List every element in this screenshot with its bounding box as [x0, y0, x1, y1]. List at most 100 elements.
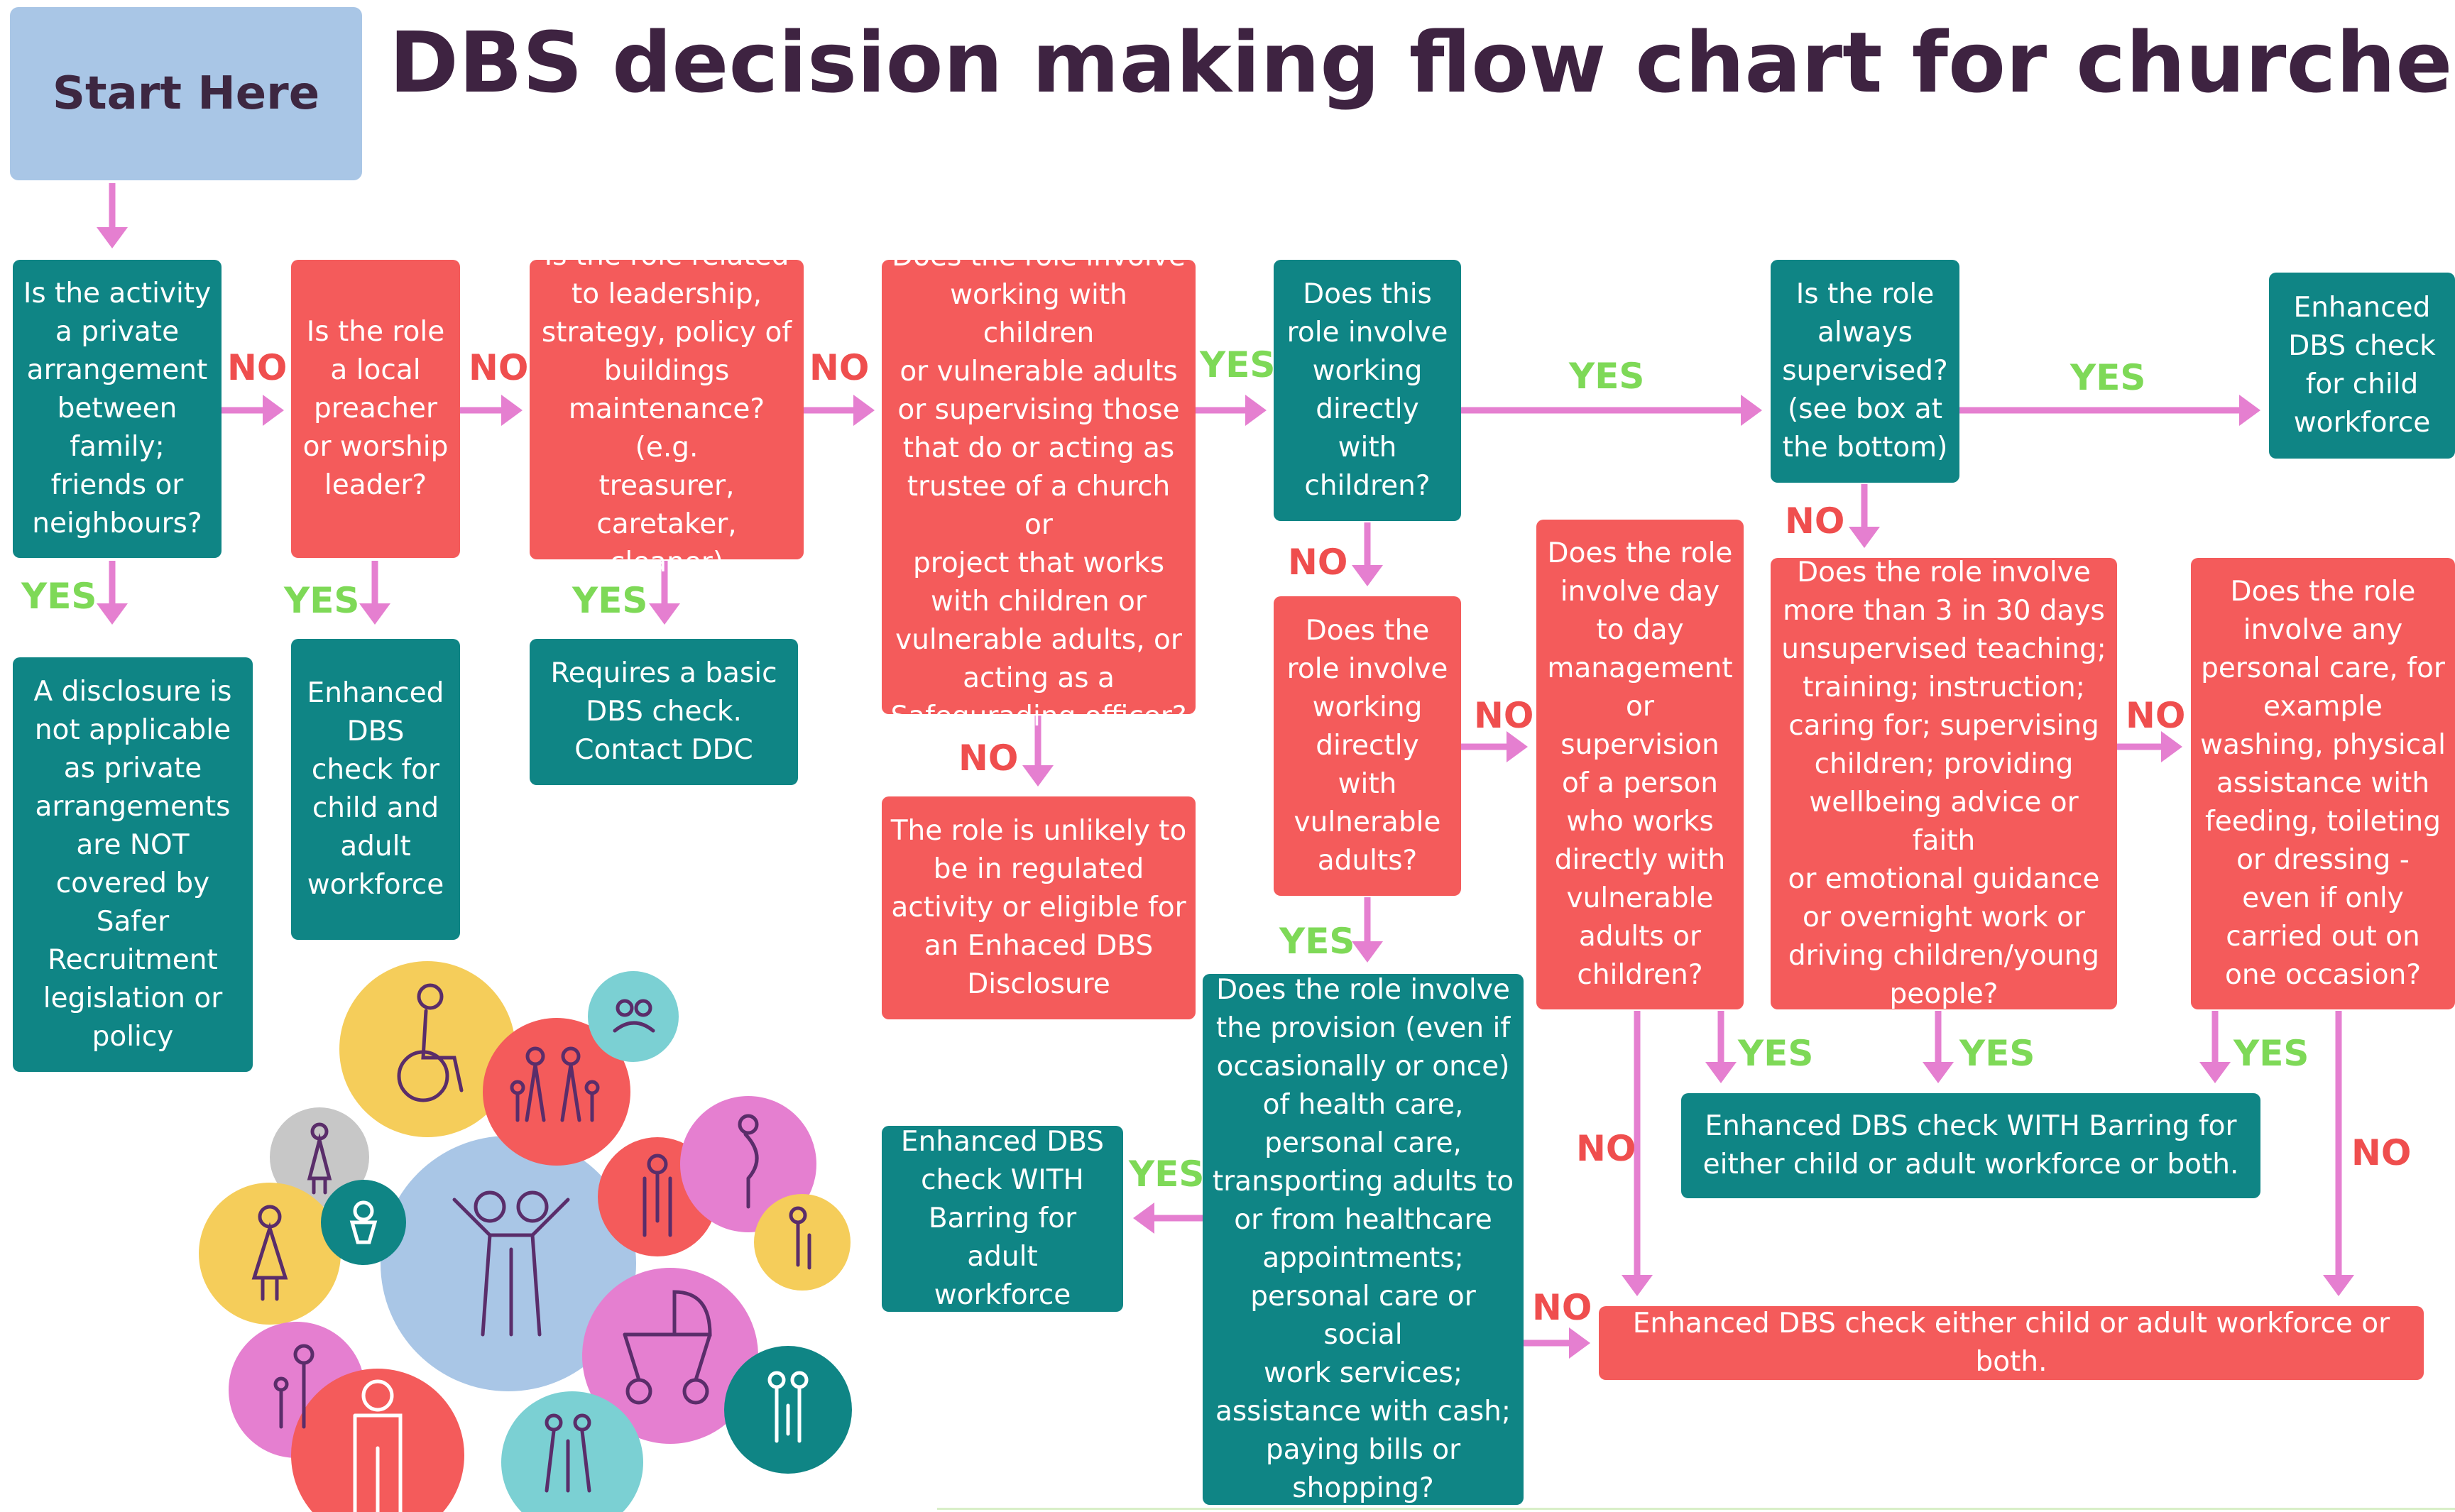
- arrow-leadership-to-working: [804, 395, 875, 426]
- question-unsupervised-activities: Does the role involve more than 3 in 30 …: [1771, 557, 2117, 1010]
- label-yes-preacher: YES: [284, 580, 360, 621]
- circle-yellow-left: [199, 1183, 341, 1325]
- arrow-vulnerable-no-head: [1507, 731, 1528, 762]
- arrow-unsupervised-yes: [1923, 1011, 1954, 1083]
- arrow-provision-yes-head: [1133, 1203, 1154, 1234]
- circle-large-blue: [381, 1136, 636, 1391]
- label-no-private: NO: [227, 347, 288, 388]
- label-yes-unsupervised: YES: [1959, 1033, 2035, 1074]
- label-no-vulnerable: NO: [1474, 695, 1534, 736]
- arrow-supervised-to-child-result: [1959, 395, 2260, 426]
- group-hug-icon: [452, 1190, 570, 1337]
- arrow-vulnerable-yes: [1352, 897, 1383, 963]
- arrow-private-to-preacher: [222, 395, 284, 426]
- group-icon: [545, 1413, 591, 1493]
- label-no-working: NO: [958, 738, 1019, 779]
- arrow-personal-care-yes: [2199, 1011, 2231, 1083]
- result-enhanced-dbs-barring-adult: Enhanced DBS check WITH Barring for adul…: [882, 1126, 1123, 1312]
- arrow-provision-yes: [1133, 1203, 1203, 1234]
- result-disclosure-not-applicable: A disclosure is not applicable as privat…: [13, 657, 253, 1072]
- arrow-start-to-private: [97, 183, 128, 248]
- arrow-management-no: [1622, 1011, 1653, 1296]
- circle-pink-pram: [582, 1268, 758, 1444]
- label-yes-supervised: YES: [2070, 357, 2146, 398]
- pram-icon: [623, 1290, 712, 1405]
- arrow-supervised-no: [1849, 484, 1880, 548]
- label-yes-leadership: YES: [572, 580, 648, 621]
- arrow-supervised-no-head: [1849, 527, 1880, 548]
- label-no-personal-care: NO: [2351, 1132, 2412, 1173]
- question-local-preacher: Is the role a local preacher or worship …: [291, 260, 460, 558]
- label-yes-management: YES: [1738, 1033, 1814, 1074]
- question-leadership-role: Is the role related to leadership, strat…: [530, 240, 804, 579]
- arrow-supervised-to-child-result-head: [2239, 395, 2260, 426]
- circle-grey: [270, 1107, 369, 1207]
- label-no-supervised: NO: [1785, 500, 1845, 542]
- arrow-children-no: [1352, 522, 1383, 586]
- arrow-unsupervised-yes-head: [1923, 1062, 1954, 1083]
- arrow-personal-care-yes-head: [2199, 1062, 2231, 1083]
- arrow-provision-no: [1524, 1327, 1590, 1359]
- arrow-private-yes-head: [97, 603, 128, 625]
- illustration-figures: [251, 983, 811, 1512]
- woman-yellow-icon: [251, 1205, 288, 1301]
- baby-icon: [349, 1200, 378, 1244]
- pregnant-woman-icon: [738, 1114, 759, 1209]
- label-yes-provision: YES: [1129, 1154, 1205, 1195]
- arrow-management-no-head: [1622, 1275, 1653, 1296]
- circle-red-bottom: [291, 1369, 464, 1512]
- arrow-management-yes: [1705, 1011, 1737, 1083]
- label-no-provision: NO: [1532, 1287, 1592, 1328]
- question-day-to-day-management: Does the role involve day to day managem…: [1536, 520, 1744, 1009]
- arrow-unsupervised-no: [2117, 731, 2182, 762]
- wheelchair-user-icon: [397, 983, 464, 1102]
- result-enhanced-dbs-child: Enhanced DBS check for child workforce: [2269, 273, 2455, 459]
- arrow-working-to-children: [1196, 395, 1267, 426]
- arrow-unsupervised-no-head: [2161, 731, 2182, 762]
- arrow-personal-care-no: [2323, 1011, 2354, 1296]
- arrow-preacher-yes-head: [359, 603, 390, 625]
- man-icon: [643, 1154, 672, 1237]
- elderly-icon: [613, 999, 655, 1033]
- elderly-cane-icon: [789, 1206, 811, 1270]
- question-private-arrangement: Is the activity a private arrangement be…: [13, 260, 222, 558]
- label-yes-personal-care: YES: [2233, 1033, 2309, 1074]
- circle-pink-pregnant: [680, 1096, 816, 1232]
- arrow-children-to-supervised-head: [1741, 395, 1762, 426]
- arrow-leadership-to-working-head: [853, 395, 875, 426]
- label-yes-children: YES: [1569, 356, 1645, 397]
- question-personal-care: Does the role involve any personal care,…: [2191, 558, 2455, 1009]
- label-no-children: NO: [1288, 542, 1348, 583]
- circle-teal-group: [501, 1391, 643, 1512]
- arrow-children-no-head: [1352, 565, 1383, 586]
- arrow-private-yes: [97, 561, 128, 625]
- result-enhanced-dbs-child-and-adult: Enhanced DBS check for child and adult w…: [291, 639, 460, 940]
- label-yes-working: YES: [1200, 344, 1276, 385]
- arrow-children-to-supervised: [1461, 395, 1762, 426]
- parent-child-family-icon: [767, 1371, 809, 1443]
- result-enhanced-dbs-barring-either: Enhanced DBS check WITH Barring for eith…: [1681, 1093, 2260, 1198]
- result-unlikely-regulated-activity: The role is unlikely to be in regulated …: [882, 796, 1196, 1019]
- question-provision-of-care: Does the role involve the provision (eve…: [1203, 974, 1524, 1505]
- label-no-unsupervised: NO: [2126, 695, 2186, 736]
- arrow-management-yes-head: [1705, 1062, 1737, 1083]
- arrow-provision-no-head: [1569, 1327, 1590, 1359]
- result-enhanced-dbs-either: Enhanced DBS check either child or adult…: [1599, 1306, 2424, 1380]
- circle-wheelchair: [339, 961, 515, 1137]
- arrow-personal-care-no-head: [2323, 1275, 2354, 1296]
- arrow-start-to-private-head: [97, 227, 128, 248]
- arrow-working-to-children-head: [1245, 395, 1267, 426]
- family-icon: [510, 1046, 600, 1122]
- label-no-preacher: NO: [469, 347, 529, 388]
- label-yes-vulnerable: YES: [1279, 921, 1355, 962]
- arrow-vulnerable-no: [1461, 731, 1528, 762]
- woman-grey-icon: [307, 1122, 332, 1195]
- arrow-working-no: [1022, 716, 1054, 787]
- question-always-supervised: Is the role always supervised? (see box …: [1771, 260, 1959, 483]
- label-yes-private: YES: [21, 576, 97, 617]
- arrow-private-to-preacher-head: [263, 395, 284, 426]
- question-working-with-children: Does this role involve working directly …: [1274, 260, 1461, 521]
- label-no-leadership: NO: [809, 347, 870, 388]
